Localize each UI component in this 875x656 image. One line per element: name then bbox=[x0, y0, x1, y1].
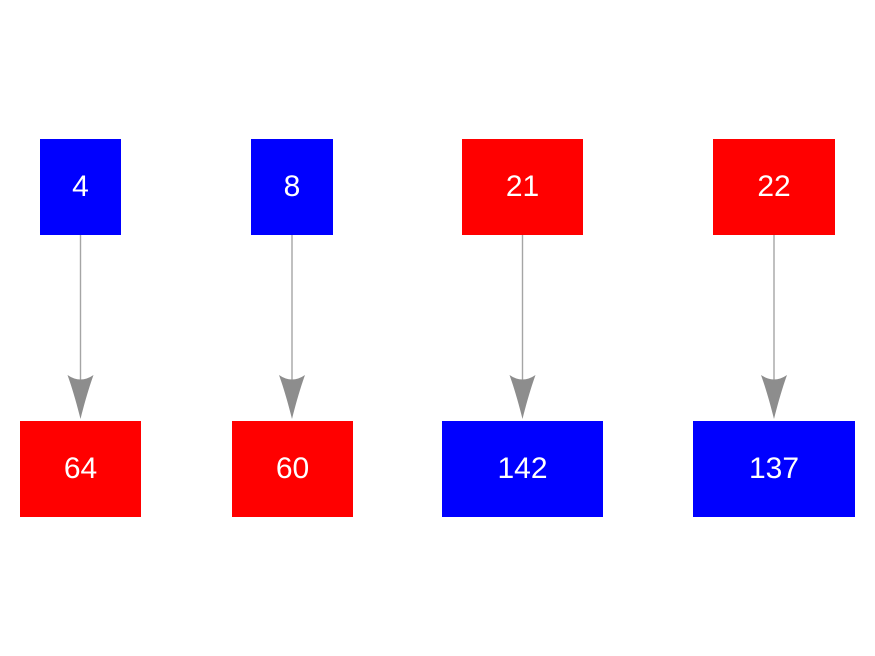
target-node: 64 bbox=[20, 421, 141, 517]
source-node: 22 bbox=[713, 139, 835, 235]
source-node: 21 bbox=[462, 139, 583, 235]
source-node: 4 bbox=[40, 139, 121, 235]
node-label: 4 bbox=[72, 170, 89, 203]
target-node: 142 bbox=[442, 421, 603, 517]
source-node: 8 bbox=[251, 139, 333, 235]
node-label: 137 bbox=[748, 452, 800, 485]
node-label: 8 bbox=[283, 170, 301, 203]
node-label: 22 bbox=[757, 170, 791, 203]
node-label: 60 bbox=[275, 452, 310, 485]
node-label: 21 bbox=[505, 170, 540, 203]
target-node: 137 bbox=[693, 421, 855, 517]
node-label: 64 bbox=[63, 452, 98, 485]
node-label: 142 bbox=[497, 452, 548, 485]
target-node: 60 bbox=[232, 421, 353, 517]
